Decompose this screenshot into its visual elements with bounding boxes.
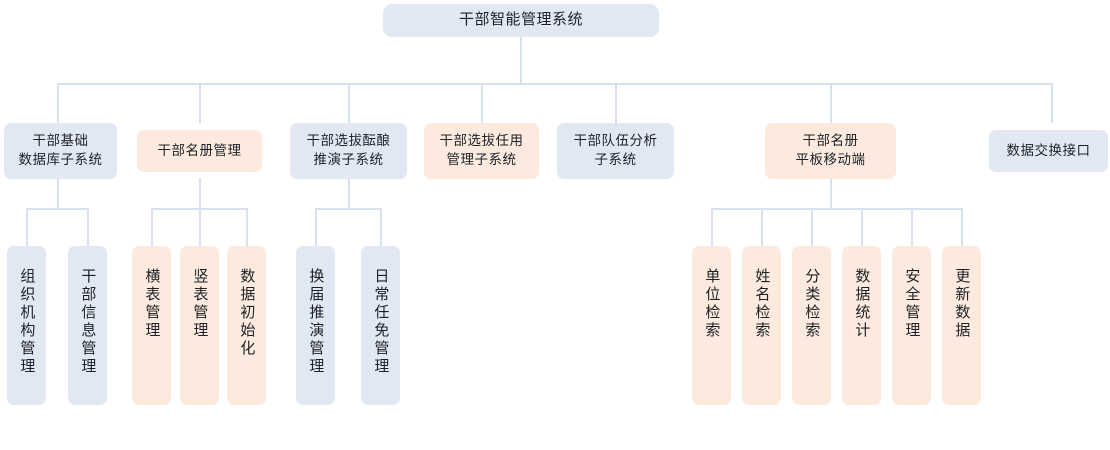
connector-group4-drop-4 <box>861 208 863 246</box>
connector-trunk-drop-6 <box>830 83 832 123</box>
node-subsystem-roster-label: 干部名册管理 <box>157 142 242 158</box>
node-subsystem-mobile[interactable]: 干部名册 平板移动端 <box>765 123 896 179</box>
connector-group3-drop-2 <box>380 208 382 246</box>
node-leaf-update-data[interactable]: 更新数据 <box>942 246 981 405</box>
node-leaf-security-management[interactable]: 安全管理 <box>892 246 931 405</box>
connector-group4-drop-6 <box>961 208 963 246</box>
node-leaf-data-init[interactable]: 数据初始化 <box>227 246 266 405</box>
node-leaf-daily-appointment[interactable]: 日常任免管理 <box>361 246 400 405</box>
node-leaf-data-statistics[interactable]: 数据统计 <box>842 246 881 405</box>
node-leaf-cadre-info[interactable]: 干部信息管理 <box>68 246 107 405</box>
connector-group4-drop-1 <box>711 208 713 246</box>
node-leaf-vertical-table[interactable]: 竖表管理 <box>180 246 219 405</box>
node-subsystem-data-exchange-label: 数据交换接口 <box>1006 142 1091 158</box>
node-leaf-org-structure[interactable]: 组织机构管理 <box>7 246 46 405</box>
node-leaf-name-search[interactable]: 姓名检索 <box>742 246 781 405</box>
connector-group2-drop-2 <box>199 208 201 246</box>
node-leaf-horizontal-table-label: 横表管理 <box>143 268 161 340</box>
node-leaf-cadre-info-label: 干部信息管理 <box>79 268 97 376</box>
node-leaf-daily-appointment-label: 日常任免管理 <box>372 268 390 376</box>
connector-group4-bar <box>711 208 961 210</box>
node-subsystem-data-exchange[interactable]: 数据交换接口 <box>989 130 1108 172</box>
connector-group4-stem <box>830 178 832 209</box>
connector-group2-drop-3 <box>246 208 248 246</box>
node-root-label: 干部智能管理系统 <box>458 11 583 29</box>
node-leaf-update-data-label: 更新数据 <box>953 268 971 340</box>
node-leaf-vertical-table-label: 竖表管理 <box>191 268 209 340</box>
node-subsystem-appointment-label: 干部选拔任用 管理子系统 <box>439 133 524 167</box>
node-subsystem-selection-sim[interactable]: 干部选拔酝酿 推演子系统 <box>290 123 407 179</box>
node-subsystem-mobile-label: 干部名册 平板移动端 <box>795 133 866 167</box>
node-leaf-security-management-label: 安全管理 <box>903 268 921 340</box>
node-leaf-data-init-label: 数据初始化 <box>238 268 256 358</box>
node-subsystem-analysis-label: 干部队伍分析 子系统 <box>573 133 658 167</box>
connector-trunk-drop-5 <box>615 83 617 123</box>
connector-trunk-drop-2 <box>199 83 201 123</box>
connector-root-stem <box>520 36 522 83</box>
node-leaf-horizontal-table[interactable]: 横表管理 <box>132 246 171 405</box>
connector-trunk-level2 <box>57 83 1053 85</box>
connector-trunk-drop-7 <box>1051 83 1053 123</box>
connector-group1-drop-1 <box>26 208 28 246</box>
connector-group3-stem <box>348 178 350 209</box>
node-leaf-data-statistics-label: 数据统计 <box>853 268 871 340</box>
connector-group3-bar <box>315 208 381 210</box>
connector-group1-bar <box>26 208 89 210</box>
node-leaf-unit-search-label: 单位检索 <box>703 268 721 340</box>
connector-trunk-drop-1 <box>57 83 59 123</box>
node-subsystem-database[interactable]: 干部基础 数据库子系统 <box>4 123 117 179</box>
connector-group4-drop-2 <box>761 208 763 246</box>
node-subsystem-database-label: 干部基础 数据库子系统 <box>18 133 103 167</box>
node-leaf-unit-search[interactable]: 单位检索 <box>692 246 731 405</box>
node-leaf-name-search-label: 姓名检索 <box>753 268 771 340</box>
connector-trunk-drop-3 <box>348 83 350 123</box>
node-leaf-category-search-label: 分类检索 <box>803 268 821 340</box>
node-subsystem-selection-sim-label: 干部选拔酝酿 推演子系统 <box>306 133 391 167</box>
connector-group2-drop-1 <box>151 208 153 246</box>
node-leaf-category-search[interactable]: 分类检索 <box>792 246 831 405</box>
connector-group4-drop-3 <box>811 208 813 246</box>
node-root[interactable]: 干部智能管理系统 <box>383 4 659 37</box>
node-leaf-election-sim[interactable]: 换届推演管理 <box>296 246 335 405</box>
node-subsystem-roster[interactable]: 干部名册管理 <box>137 130 262 172</box>
node-leaf-election-sim-label: 换届推演管理 <box>307 268 325 376</box>
connector-group1-stem <box>57 178 59 209</box>
node-leaf-org-structure-label: 组织机构管理 <box>18 268 36 376</box>
connector-group2-stem <box>199 178 201 209</box>
connector-group4-drop-5 <box>911 208 913 246</box>
node-subsystem-appointment[interactable]: 干部选拔任用 管理子系统 <box>424 123 539 179</box>
connector-group3-drop-1 <box>315 208 317 246</box>
connector-trunk-drop-4 <box>481 83 483 123</box>
connector-group1-drop-2 <box>87 208 89 246</box>
node-subsystem-analysis[interactable]: 干部队伍分析 子系统 <box>557 123 674 179</box>
